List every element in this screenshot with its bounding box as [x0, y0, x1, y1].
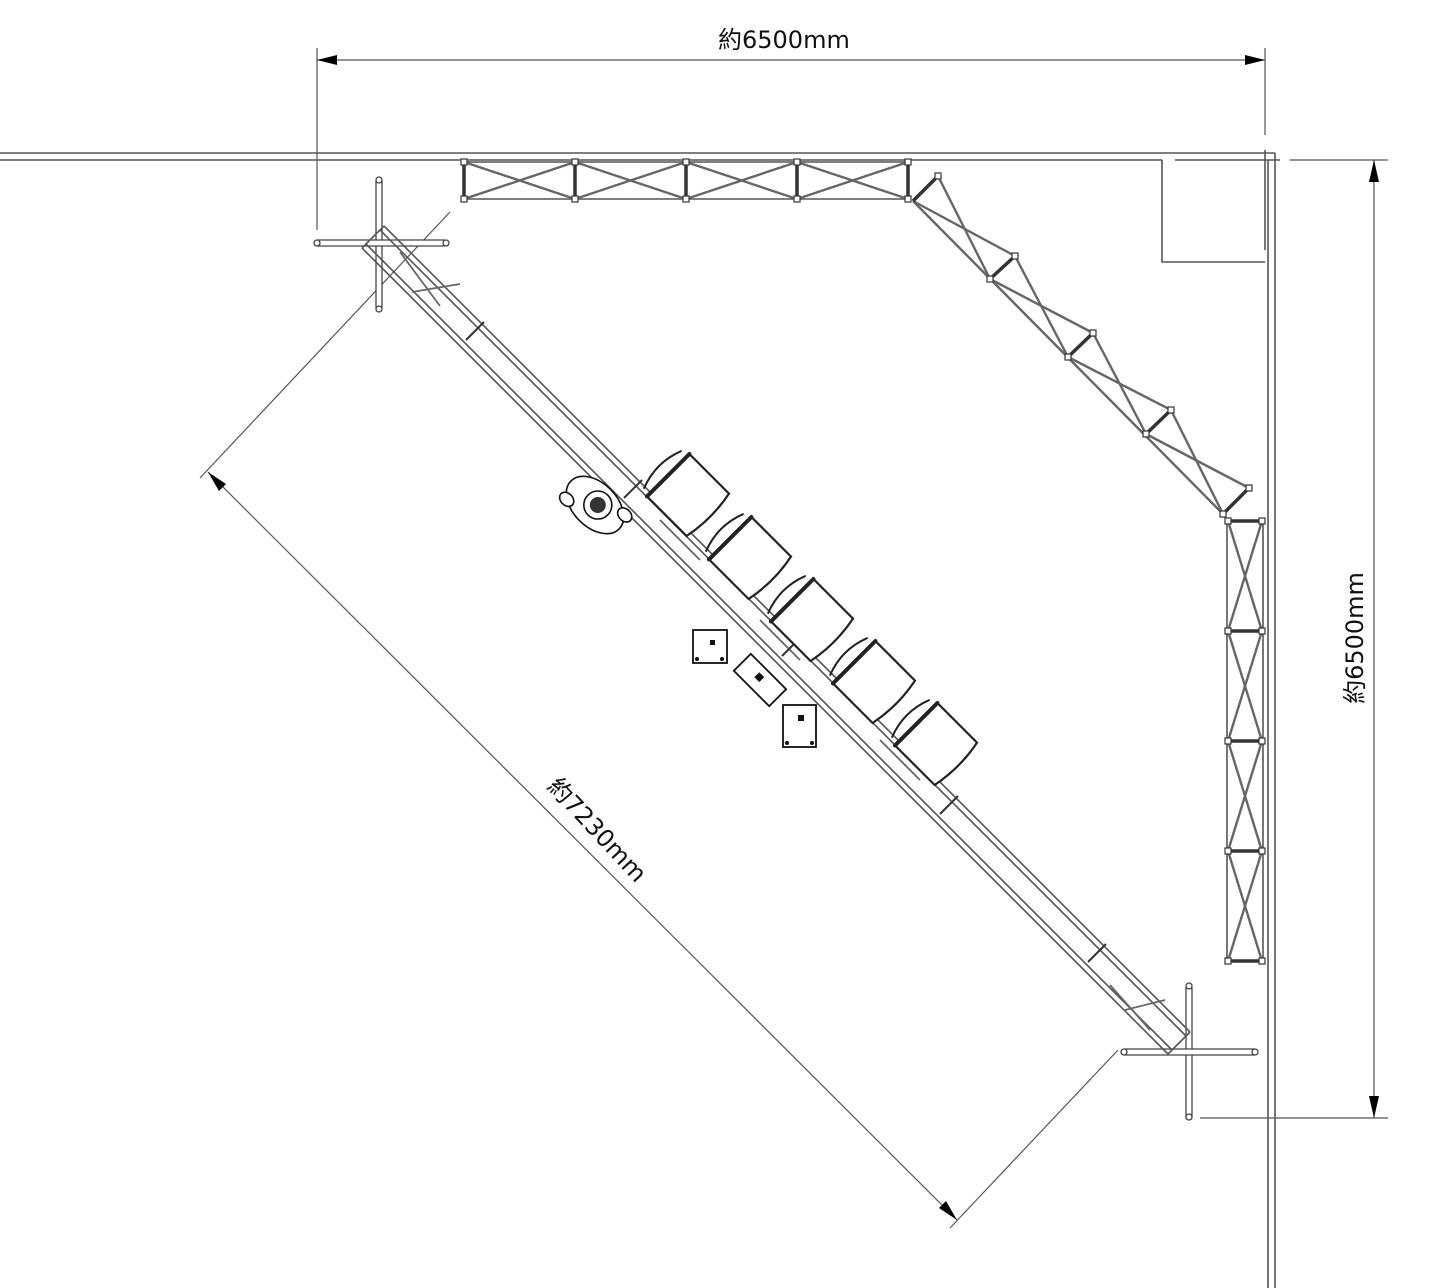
arrow-right-icon — [1245, 55, 1265, 65]
arrow-down-icon — [1369, 1096, 1379, 1118]
chair-3 — [767, 575, 855, 663]
arrow-diag-end-icon — [939, 1201, 957, 1220]
arrow-left-icon — [317, 55, 337, 65]
chairs — [643, 450, 979, 787]
chair-2 — [705, 513, 793, 601]
walls — [0, 150, 1280, 1288]
base-stand-bottom — [1120, 982, 1259, 1121]
speakers — [692, 629, 817, 748]
diagonal-truss — [361, 225, 1191, 1055]
right-truss — [1224, 517, 1266, 965]
arrow-diag-start-icon — [208, 472, 226, 491]
dimension-top-label: 約6500mm — [718, 26, 850, 54]
arrow-up-icon — [1369, 160, 1379, 182]
dimension-right — [1200, 159, 1388, 1119]
dimension-right-label: 約6500mm — [1341, 572, 1369, 704]
speaker-1 — [692, 629, 728, 664]
chair-1 — [643, 450, 731, 538]
chair-4 — [829, 637, 917, 725]
chair-5 — [891, 699, 979, 787]
speaker-2 — [732, 652, 788, 708]
speaker-3 — [782, 704, 817, 748]
person — [558, 475, 633, 535]
dimension-top — [316, 48, 1266, 230]
angled-truss — [911, 172, 1253, 518]
top-truss — [460, 158, 912, 203]
dimension-diagonal — [199, 211, 1119, 1229]
base-stand-top — [313, 176, 450, 313]
